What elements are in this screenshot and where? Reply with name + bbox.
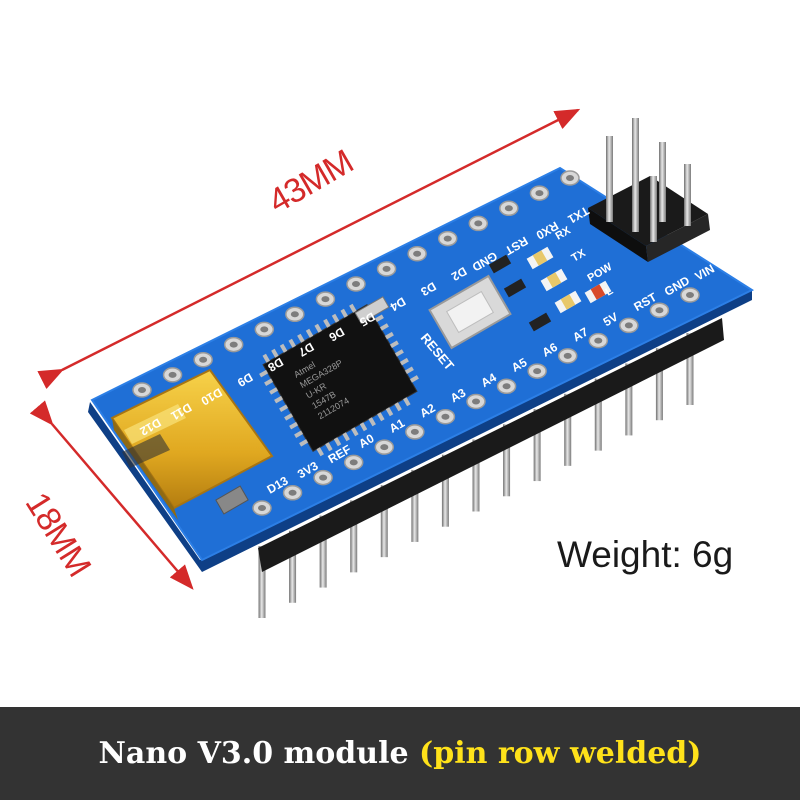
length-dimension-arrow (37, 108, 581, 390)
bottom-header-pins (258, 333, 694, 618)
header-pin (533, 409, 541, 482)
pin-label: 5V (601, 310, 621, 329)
header-pin (625, 363, 633, 436)
header-pin (350, 500, 358, 573)
pin-label: D2 (449, 264, 470, 284)
pin-header-strip (258, 318, 724, 572)
pin-label: D4 (388, 294, 409, 314)
pin-label: D3 (418, 279, 439, 299)
pin-label: D8 (265, 355, 286, 375)
caption-main: Nano V3.0 module (98, 736, 409, 771)
pin-label: A6 (540, 340, 561, 360)
pin-label: A5 (509, 355, 530, 375)
pin-label: A1 (387, 416, 408, 436)
header-pin (258, 546, 266, 618)
pin-label: D6 (326, 325, 347, 345)
header-pin (380, 485, 388, 558)
pin-label: A7 (570, 324, 591, 344)
status-leds (526, 246, 612, 314)
header-pin (655, 348, 663, 421)
caption: Nano V3.0 module (pin row welded) (99, 736, 702, 771)
header-pin (411, 469, 419, 542)
weight-label: Weight: 6g (557, 534, 734, 575)
header-pin (289, 530, 297, 603)
top-pin-holes (252, 287, 700, 516)
reset-button (428, 274, 512, 350)
bottom-pin-holes (132, 170, 580, 398)
header-pin (594, 378, 602, 451)
pin-label: A4 (479, 370, 500, 390)
pin-label: D9 (235, 370, 256, 390)
pin-label: A0 (356, 431, 377, 451)
icsp-header (588, 118, 710, 262)
caption-highlight: (pin row welded) (419, 736, 702, 771)
header-pin (564, 393, 572, 466)
mini-usb-connector (110, 368, 274, 520)
pin-label: A2 (417, 401, 438, 421)
header-pin (686, 333, 694, 405)
header-pin (441, 454, 449, 527)
pin-label: A3 (448, 385, 469, 405)
pin-label: D5 (357, 309, 378, 329)
header-pin (503, 424, 511, 497)
header-pin (319, 515, 327, 588)
pin-label: D7 (296, 340, 317, 360)
width-dimension-arrow (29, 400, 194, 590)
header-pin (472, 439, 480, 512)
caption-bar: Nano V3.0 module (pin row welded) (0, 707, 800, 800)
